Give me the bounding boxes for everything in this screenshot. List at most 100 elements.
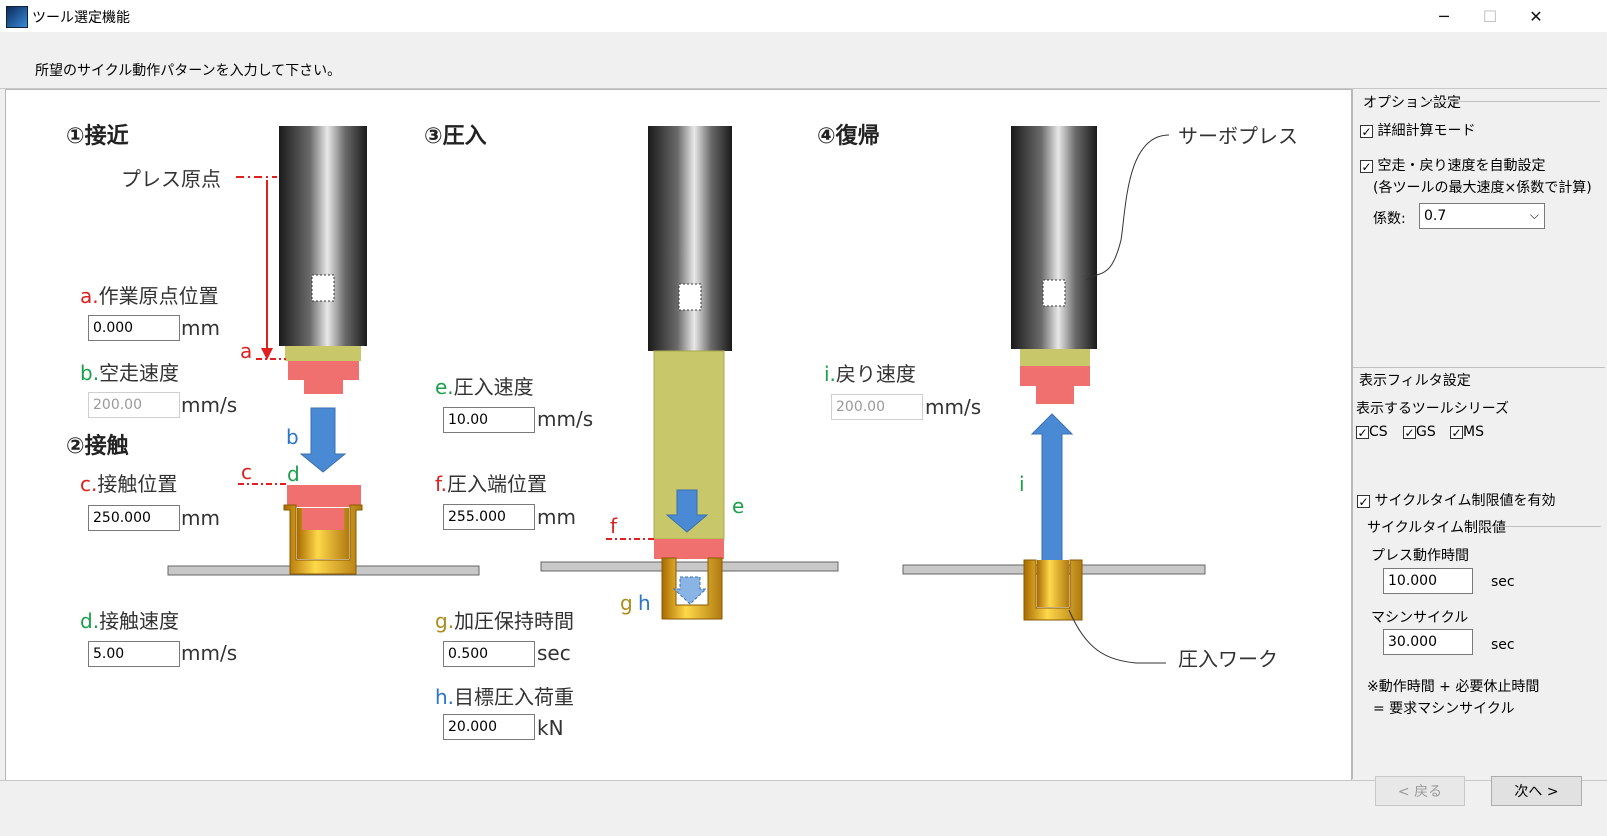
- cycle-group-border: [1479, 526, 1601, 527]
- press-time-unit: sec: [1491, 574, 1515, 590]
- field-d-unit: mm/s: [181, 641, 238, 665]
- press-work-label: 圧入ワーク: [1178, 647, 1278, 671]
- cylinder-marker-3: [678, 283, 702, 311]
- field-a-label: a.作業原点位置: [80, 284, 219, 308]
- step-contact-heading: ②接触: [66, 434, 129, 459]
- work-4: [1023, 559, 1083, 621]
- coef-label: 係数:: [1373, 211, 1406, 227]
- hold-time-input[interactable]: 0.500: [443, 641, 535, 667]
- field-d-label: d.接触速度: [80, 609, 180, 633]
- cycle-group-title: サイクルタイム制限値: [1365, 517, 1509, 537]
- punch-contact: [287, 485, 361, 507]
- field-i-label: i.戻り速度: [824, 362, 916, 386]
- series-label: 表示するツールシリーズ: [1356, 401, 1510, 417]
- step-press-heading: ③圧入: [424, 124, 487, 149]
- servo-press-leader: [1085, 134, 1170, 281]
- diagram-panel: ①接近 ②接触 ③圧入 ④復帰 プレス原点 サーボプレス 圧入ワーク a b c…: [5, 89, 1352, 781]
- press-time-label: プレス動作時間: [1371, 548, 1469, 564]
- press-speed-input[interactable]: 10.00: [443, 407, 535, 433]
- close-button[interactable]: ✕: [1529, 6, 1543, 26]
- series-gs-label: GS: [1416, 424, 1436, 440]
- servo-cylinder-3: [648, 126, 732, 351]
- press-end-position-input[interactable]: 255.000: [443, 504, 535, 530]
- field-e-label: e.圧入速度: [435, 375, 534, 399]
- series-gs-checkbox[interactable]: ✓: [1403, 425, 1416, 440]
- press-arrow-e: [665, 489, 709, 533]
- punch-3: [654, 539, 724, 559]
- detail-mode-label: 詳細計算モード: [1377, 123, 1476, 139]
- mark-c: c: [241, 460, 252, 484]
- series-cs-label: CS: [1369, 424, 1388, 440]
- mark-b: b: [286, 425, 299, 449]
- minimize-button[interactable]: ─: [1439, 6, 1449, 26]
- series-ms-row[interactable]: ✓MS: [1450, 424, 1484, 440]
- field-f-unit: mm: [537, 505, 576, 529]
- target-load-input[interactable]: 20.000: [443, 714, 535, 740]
- field-c-label: c.接触位置: [80, 472, 178, 496]
- auto-speed-checkbox[interactable]: ✓: [1360, 159, 1373, 174]
- field-f-label: f.圧入端位置: [435, 472, 547, 496]
- punch-inside-1: [302, 508, 344, 530]
- cycle-enable-row[interactable]: ✓ サイクルタイム制限値を有効: [1357, 490, 1555, 510]
- title-bar: [0, 0, 1607, 32]
- return-speed-input[interactable]: 200.00: [831, 394, 923, 420]
- series-gs-row[interactable]: ✓GS: [1403, 424, 1436, 440]
- hold-arrow-gh: [672, 576, 708, 605]
- contact-speed-input[interactable]: 5.00: [88, 641, 180, 667]
- machine-cycle-input[interactable]: 30.000: [1383, 629, 1473, 655]
- next-button[interactable]: 次へ >: [1491, 776, 1582, 806]
- option-group-border: [1425, 101, 1600, 102]
- settings-panel: オプション設定 ✓ 詳細計算モード ✓ 空走・戻り速度を自動設定 (各ツールの最…: [1352, 89, 1605, 779]
- field-i-unit: mm/s: [925, 395, 982, 419]
- press-origin-label: プレス原点: [121, 167, 221, 191]
- mark-g: g: [620, 591, 633, 615]
- field-a-unit: mm: [181, 316, 220, 340]
- series-cs-row[interactable]: ✓CS: [1356, 424, 1388, 440]
- auto-speed-checkbox-row[interactable]: ✓ 空走・戻り速度を自動設定: [1360, 155, 1545, 175]
- field-g-label: g.加圧保持時間: [435, 609, 575, 633]
- contact-position-input[interactable]: 250.000: [88, 505, 180, 531]
- press-work-leader: [1068, 609, 1166, 664]
- auto-speed-note: (各ツールの最大速度×係数で計算): [1373, 180, 1592, 196]
- series-ms-label: MS: [1463, 424, 1484, 440]
- punch-1: [288, 361, 359, 394]
- ram-1: [285, 346, 361, 361]
- coef-value: 0.7: [1424, 208, 1447, 224]
- mark-i: i: [1019, 472, 1025, 496]
- idle-speed-input[interactable]: 200.00: [88, 392, 180, 418]
- ram-4: [1020, 349, 1090, 366]
- servo-press-label: サーボプレス: [1178, 124, 1298, 148]
- servo-cylinder-4: [1011, 126, 1097, 349]
- mark-e: e: [732, 494, 745, 518]
- maximize-button[interactable]: ☐: [1482, 6, 1498, 26]
- press-time-input[interactable]: 10.000: [1383, 568, 1473, 594]
- mark-f: f: [610, 514, 618, 538]
- cycle-enable-label: サイクルタイム制限値を有効: [1374, 493, 1556, 509]
- field-h-label: h.目標圧入荷重: [435, 685, 575, 709]
- mark-d: d: [287, 462, 300, 486]
- detail-mode-checkbox-row[interactable]: ✓ 詳細計算モード: [1360, 120, 1475, 140]
- series-cs-checkbox[interactable]: ✓: [1356, 425, 1369, 440]
- cylinder-marker-1: [311, 274, 335, 302]
- machine-cycle-unit: sec: [1491, 637, 1515, 653]
- mark-h: h: [638, 591, 651, 615]
- detail-mode-checkbox[interactable]: ✓: [1360, 124, 1373, 139]
- footer-divider: [0, 780, 1607, 781]
- field-b-unit: mm/s: [181, 393, 238, 417]
- cycle-enable-checkbox[interactable]: ✓: [1357, 494, 1370, 509]
- cycle-diagram: [167, 126, 1206, 664]
- back-button[interactable]: < 戻る: [1375, 776, 1465, 806]
- coef-select[interactable]: 0.7 ⌵: [1419, 203, 1545, 229]
- series-ms-checkbox[interactable]: ✓: [1450, 425, 1463, 440]
- instruction-bar: [0, 32, 1607, 89]
- work-origin-input[interactable]: 0.000: [88, 315, 180, 341]
- field-b-label: b.空走速度: [80, 361, 180, 385]
- approach-arrow-b: [299, 407, 347, 473]
- return-arrow-i: [1030, 413, 1074, 575]
- servo-cylinder-1: [279, 126, 367, 346]
- panel-divider: [1353, 367, 1605, 368]
- cylinder-marker-4: [1042, 279, 1066, 307]
- mark-a: a: [240, 339, 253, 363]
- work-1: [283, 504, 363, 575]
- filter-group-title: 表示フィルタ設定: [1359, 373, 1471, 389]
